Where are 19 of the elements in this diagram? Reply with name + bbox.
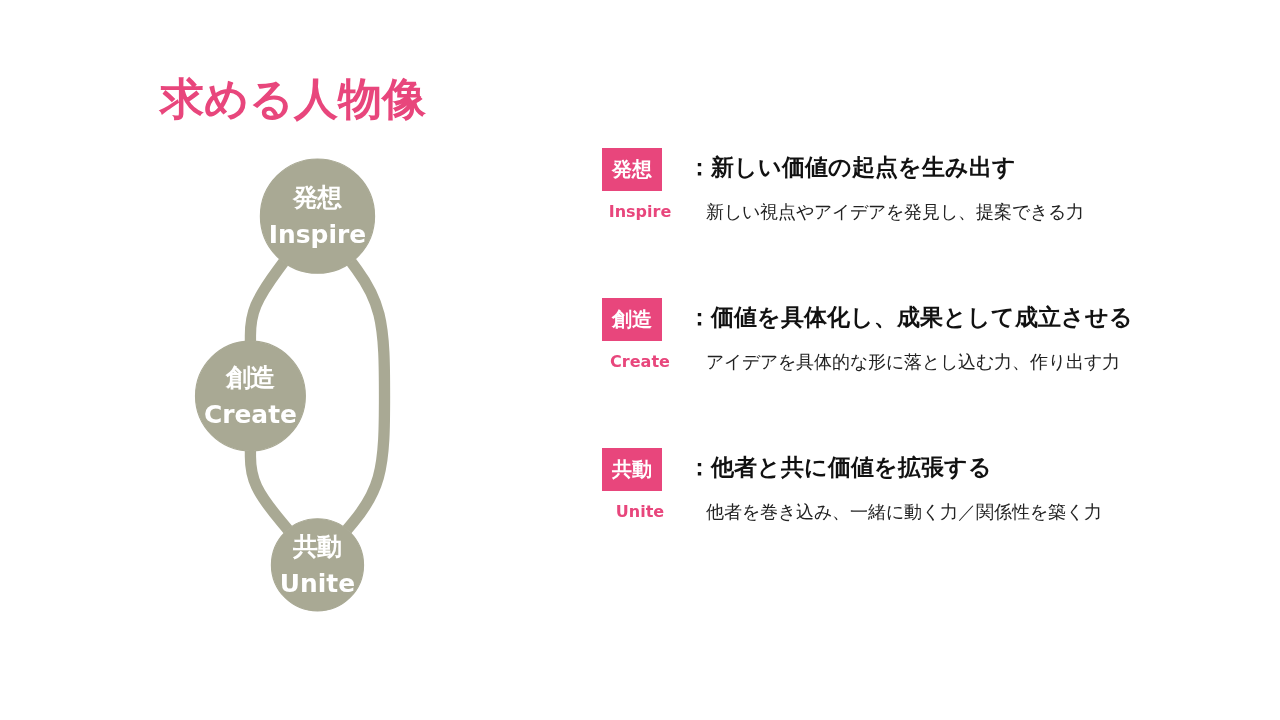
tag-label: 共動	[602, 448, 662, 491]
connector	[342, 258, 391, 534]
heading: ：新しい価値の起点を生み出す	[688, 153, 1016, 182]
description: 他者を巻き込み、一緒に動く力／関係性を築く力	[706, 500, 1102, 524]
description: 新しい視点やアイデアを発見し、提案できる力	[706, 200, 1084, 224]
connector	[244, 258, 289, 342]
tag-label: 創造	[602, 298, 662, 341]
description: アイデアを具体的な形に落とし込む力、作り出す力	[706, 350, 1120, 374]
node-circle: 共動 Unite	[270, 518, 365, 612]
english-label: Unite	[614, 502, 666, 521]
english-label: Create	[609, 352, 671, 371]
english-label: Inspire	[607, 202, 673, 221]
node-circle: 発想 Inspire	[259, 158, 376, 274]
tag-label: 発想	[602, 148, 662, 191]
node-circle: 創造 Create	[194, 340, 306, 452]
heading: ：他者と共に価値を拡張する	[688, 453, 992, 482]
connector	[244, 450, 293, 534]
center-title: 求める人物像	[160, 72, 426, 126]
heading: ：価値を具体化し、成果として成立させる	[688, 303, 1133, 332]
